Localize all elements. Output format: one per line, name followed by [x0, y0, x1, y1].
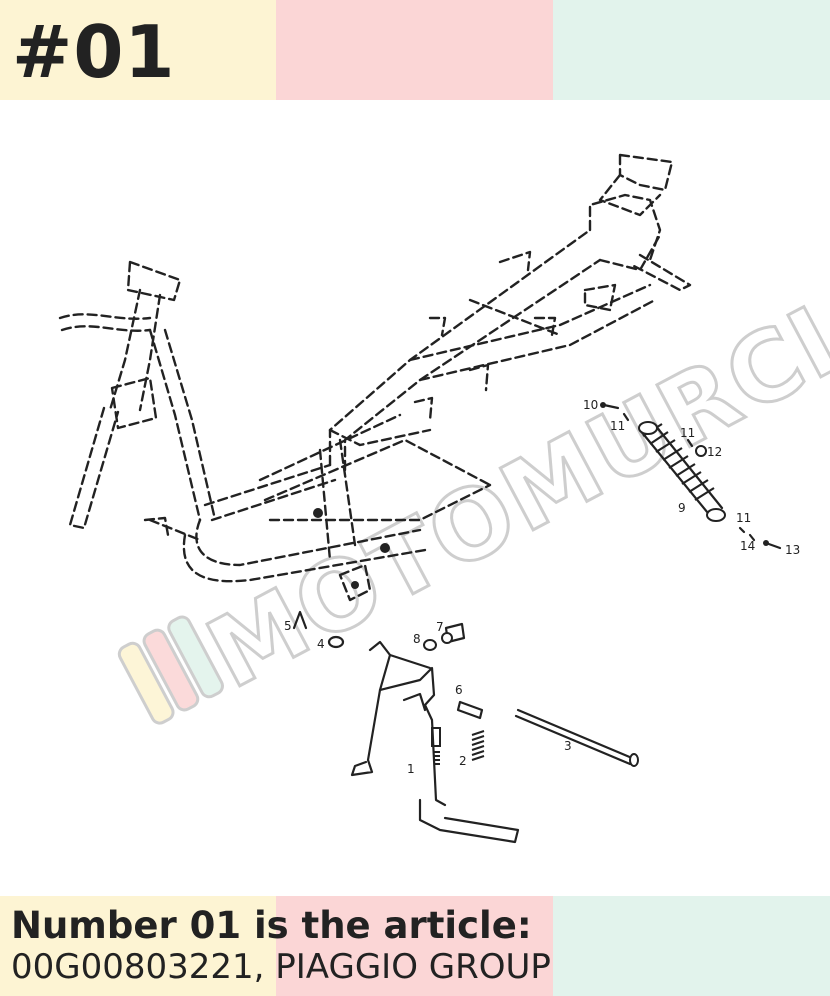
central-stand-part-1 — [350, 640, 520, 844]
article-code: 00G00803221, PIAGGIO GROUP — [11, 947, 551, 987]
stand-hardware — [292, 610, 484, 720]
callout-11-c: 11 — [736, 511, 751, 525]
callout-13: 13 — [785, 543, 800, 557]
callout-6: 6 — [455, 683, 463, 697]
band-pink — [276, 0, 553, 100]
exploded-parts-diagram: MOTOMURCIA — [58, 153, 830, 844]
callout-3: 3 — [564, 739, 572, 753]
scooter-frame — [58, 153, 692, 602]
callout-10: 10 — [583, 398, 598, 412]
article-caption: Number 01 is the article: — [11, 904, 532, 947]
callout-2: 2 — [459, 754, 467, 768]
small-hardware-parts — [600, 402, 782, 550]
watermark-logo: MOTOMURCIA — [117, 247, 830, 725]
callout-14: 14 — [740, 539, 755, 553]
callout-8: 8 — [413, 632, 421, 646]
callout-7: 7 — [436, 620, 444, 634]
callout-labels: 1 2 3 4 5 6 7 8 9 10 11 11 11 12 13 14 — [284, 398, 800, 776]
band-yellow-bottom — [0, 896, 276, 996]
band-pink-bottom — [276, 896, 553, 996]
band-yellow — [0, 0, 276, 100]
callout-5: 5 — [284, 619, 292, 633]
part-number-title: #01 — [12, 10, 176, 94]
band-mint-bottom — [553, 896, 830, 996]
callout-12: 12 — [707, 445, 722, 459]
callout-4: 4 — [317, 637, 325, 651]
callout-9: 9 — [678, 501, 686, 515]
callout-1: 1 — [407, 762, 415, 776]
bottom-color-band — [0, 896, 830, 996]
shaft-part-3 — [514, 708, 639, 767]
shock-absorber-part-9 — [638, 421, 726, 522]
band-mint — [553, 0, 830, 100]
callout-11-b: 11 — [680, 426, 695, 440]
top-color-band — [0, 0, 830, 100]
callout-11-a: 11 — [610, 419, 625, 433]
spring-part-2 — [471, 730, 485, 761]
